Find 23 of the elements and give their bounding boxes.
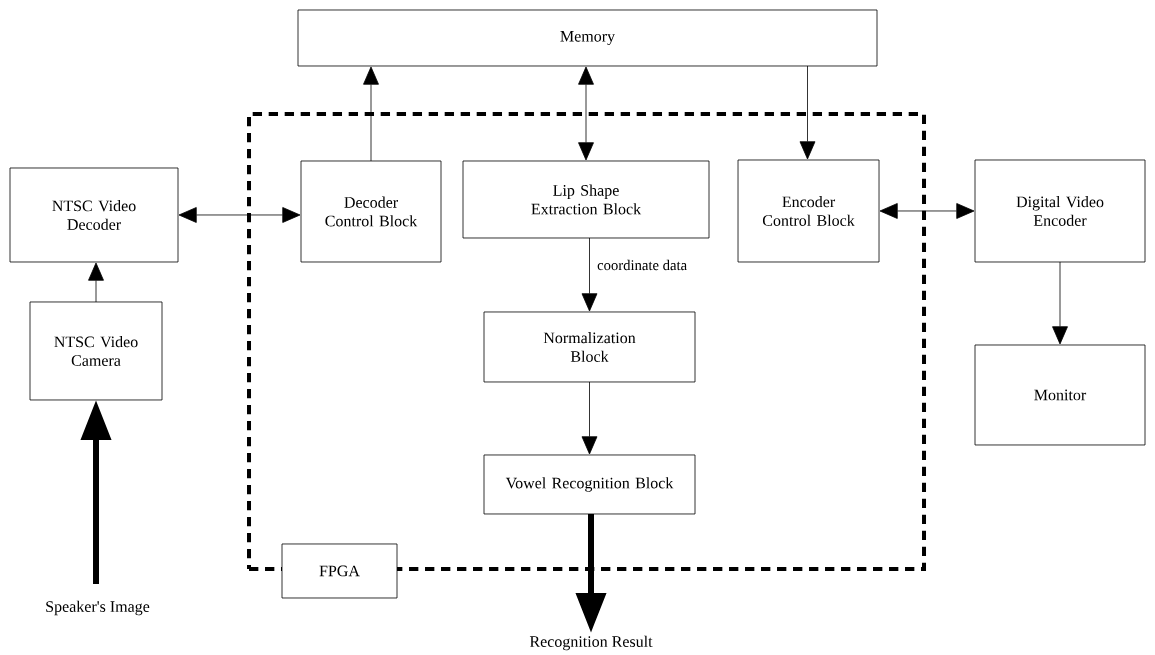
process-box: Lip Shape Extraction Block [462, 160, 710, 239]
process-box: Digital Video Encoder [974, 159, 1146, 263]
arrow [879, 203, 975, 219]
caption-text: Speaker's Image [46, 600, 150, 616]
process-box: Decoder Control Block [300, 160, 442, 263]
edge-label: coordinate data [595, 258, 689, 272]
arrow [799, 65, 816, 160]
process-box: NTSC Video Decoder [9, 167, 179, 263]
process-box: NTSC Video Camera [29, 301, 163, 401]
caption-text: Recognition Result [529, 635, 653, 651]
process-box: Normalization Block [483, 311, 696, 383]
arrow [581, 381, 598, 455]
process-box: Encoder Control Block [737, 159, 880, 263]
label-box: FPGA [281, 543, 398, 599]
arrow [578, 66, 594, 161]
arrow [1052, 261, 1068, 345]
process-box: Monitor [974, 344, 1146, 446]
arrow [363, 66, 379, 162]
process-box: Memory [297, 9, 878, 67]
arrow [581, 237, 598, 312]
process-box: Vowel Recognition Block [483, 454, 696, 515]
arrow [88, 262, 104, 303]
arrow [178, 207, 301, 223]
